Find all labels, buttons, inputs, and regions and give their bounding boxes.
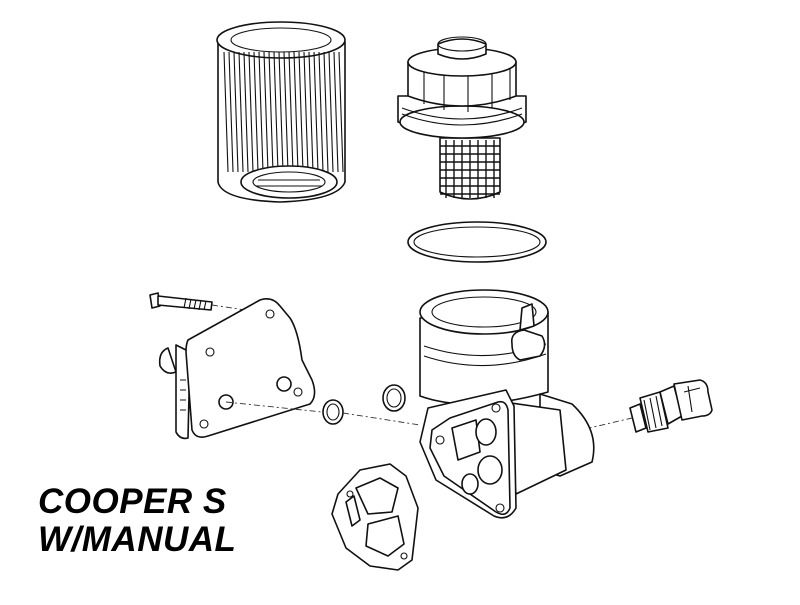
housing-gasket	[331, 463, 419, 571]
oil-filter-element	[216, 21, 346, 203]
assembly-line-cooler	[225, 401, 323, 413]
caption-line-1: COOPER S	[38, 482, 227, 521]
caption-line-2: W/MANUAL	[38, 520, 237, 559]
oil-filter-cap	[397, 36, 527, 200]
bolt	[149, 292, 253, 312]
cooler-seal-ring-small	[322, 399, 344, 425]
oil-filter-housing	[419, 289, 595, 519]
oil-pressure-sensor	[629, 379, 713, 433]
cooler-seal-ring	[382, 384, 406, 412]
oil-cooler	[158, 298, 316, 440]
assembly-line-ring	[342, 412, 421, 426]
cap-o-ring	[407, 221, 547, 263]
